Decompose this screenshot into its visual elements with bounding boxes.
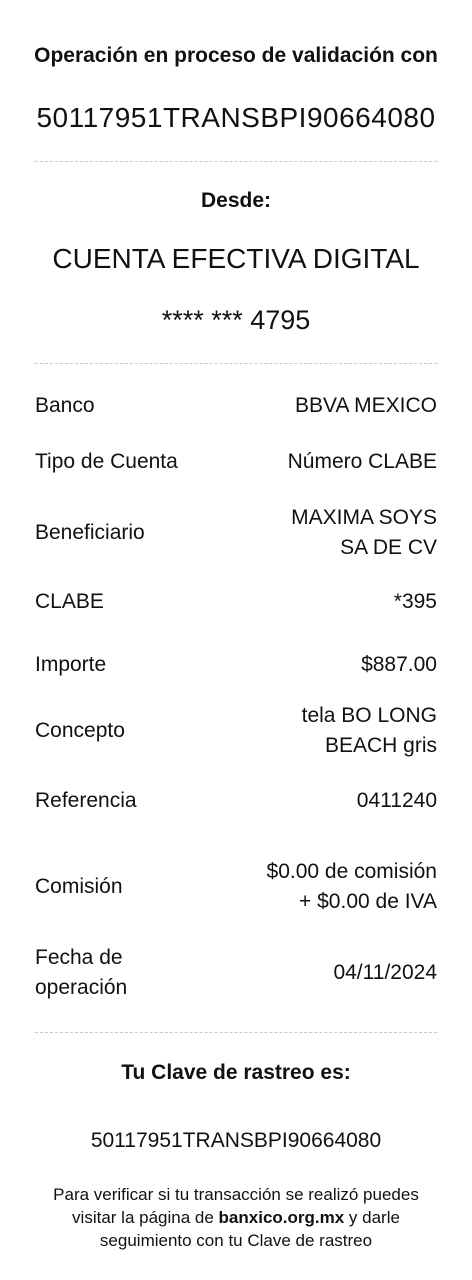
detail-row-bank: Banco BBVA MEXICO — [35, 385, 437, 427]
verification-help-text: Para verificar si tu transacción se real… — [50, 1183, 422, 1252]
detail-row-account-type: Tipo de Cuenta Número CLABE — [35, 427, 437, 497]
help-suffix: y darle seguimiento con tu Clave de rast… — [99, 1208, 400, 1250]
detail-row-beneficiary: Beneficiario MAXIMA SOYS SA DE CV — [35, 497, 437, 569]
tracking-code-header: 50117951TRANSBPI90664080 — [36, 102, 436, 133]
divider — [35, 363, 437, 364]
detail-value: 0411240 — [356, 789, 437, 812]
detail-label: CLABE — [35, 590, 104, 613]
detail-row-clabe: CLABE *395 — [35, 569, 437, 635]
detail-value: 04/11/2024 — [333, 961, 437, 984]
divider — [35, 1032, 437, 1033]
detail-label: Tipo de Cuenta — [35, 450, 178, 473]
detail-label: Fecha de operación — [35, 946, 128, 999]
operation-status-title: Operación en proceso de validación con — [34, 44, 438, 67]
detail-row-reference: Referencia 0411240 — [35, 767, 437, 835]
detail-label: Referencia — [35, 789, 137, 812]
transaction-details: Banco BBVA MEXICO Tipo de Cuenta Número … — [35, 385, 437, 1007]
banxico-site: banxico.org.mx — [218, 1208, 345, 1227]
detail-row-fee: Comisión $0.00 de comisión + $0.00 de IV… — [35, 835, 437, 939]
source-label: Desde: — [200, 189, 272, 212]
detail-row-concept: Concepto tela BO LONG BEACH gris — [35, 695, 437, 767]
trace-title: Tu Clave de rastreo es: — [121, 1061, 351, 1084]
detail-row-operation-date: Fecha de operación 04/11/2024 — [35, 939, 437, 1007]
detail-label: Concepto — [35, 719, 125, 742]
detail-value: tela BO LONG BEACH gris — [301, 704, 437, 757]
divider — [35, 161, 437, 162]
detail-label: Importe — [35, 653, 107, 676]
detail-label: Beneficiario — [35, 521, 145, 544]
detail-value: *395 — [393, 590, 437, 613]
detail-value: Número CLABE — [287, 450, 437, 473]
help-prefix: Para verificar si tu transacción se real… — [53, 1185, 419, 1227]
detail-value: $887.00 — [361, 653, 437, 676]
detail-value: $0.00 de comisión + $0.00 de IVA — [266, 860, 437, 913]
detail-row-amount: Importe $887.00 — [35, 635, 437, 695]
detail-label: Comisión — [35, 875, 123, 898]
source-account-number: **** *** 4795 — [161, 305, 311, 335]
detail-label: Banco — [35, 394, 95, 417]
detail-value: MAXIMA SOYS SA DE CV — [291, 506, 437, 559]
source-account-name: CUENTA EFECTIVA DIGITAL — [52, 243, 420, 274]
detail-value: BBVA MEXICO — [295, 394, 437, 417]
trace-code: 50117951TRANSBPI90664080 — [90, 1129, 382, 1152]
